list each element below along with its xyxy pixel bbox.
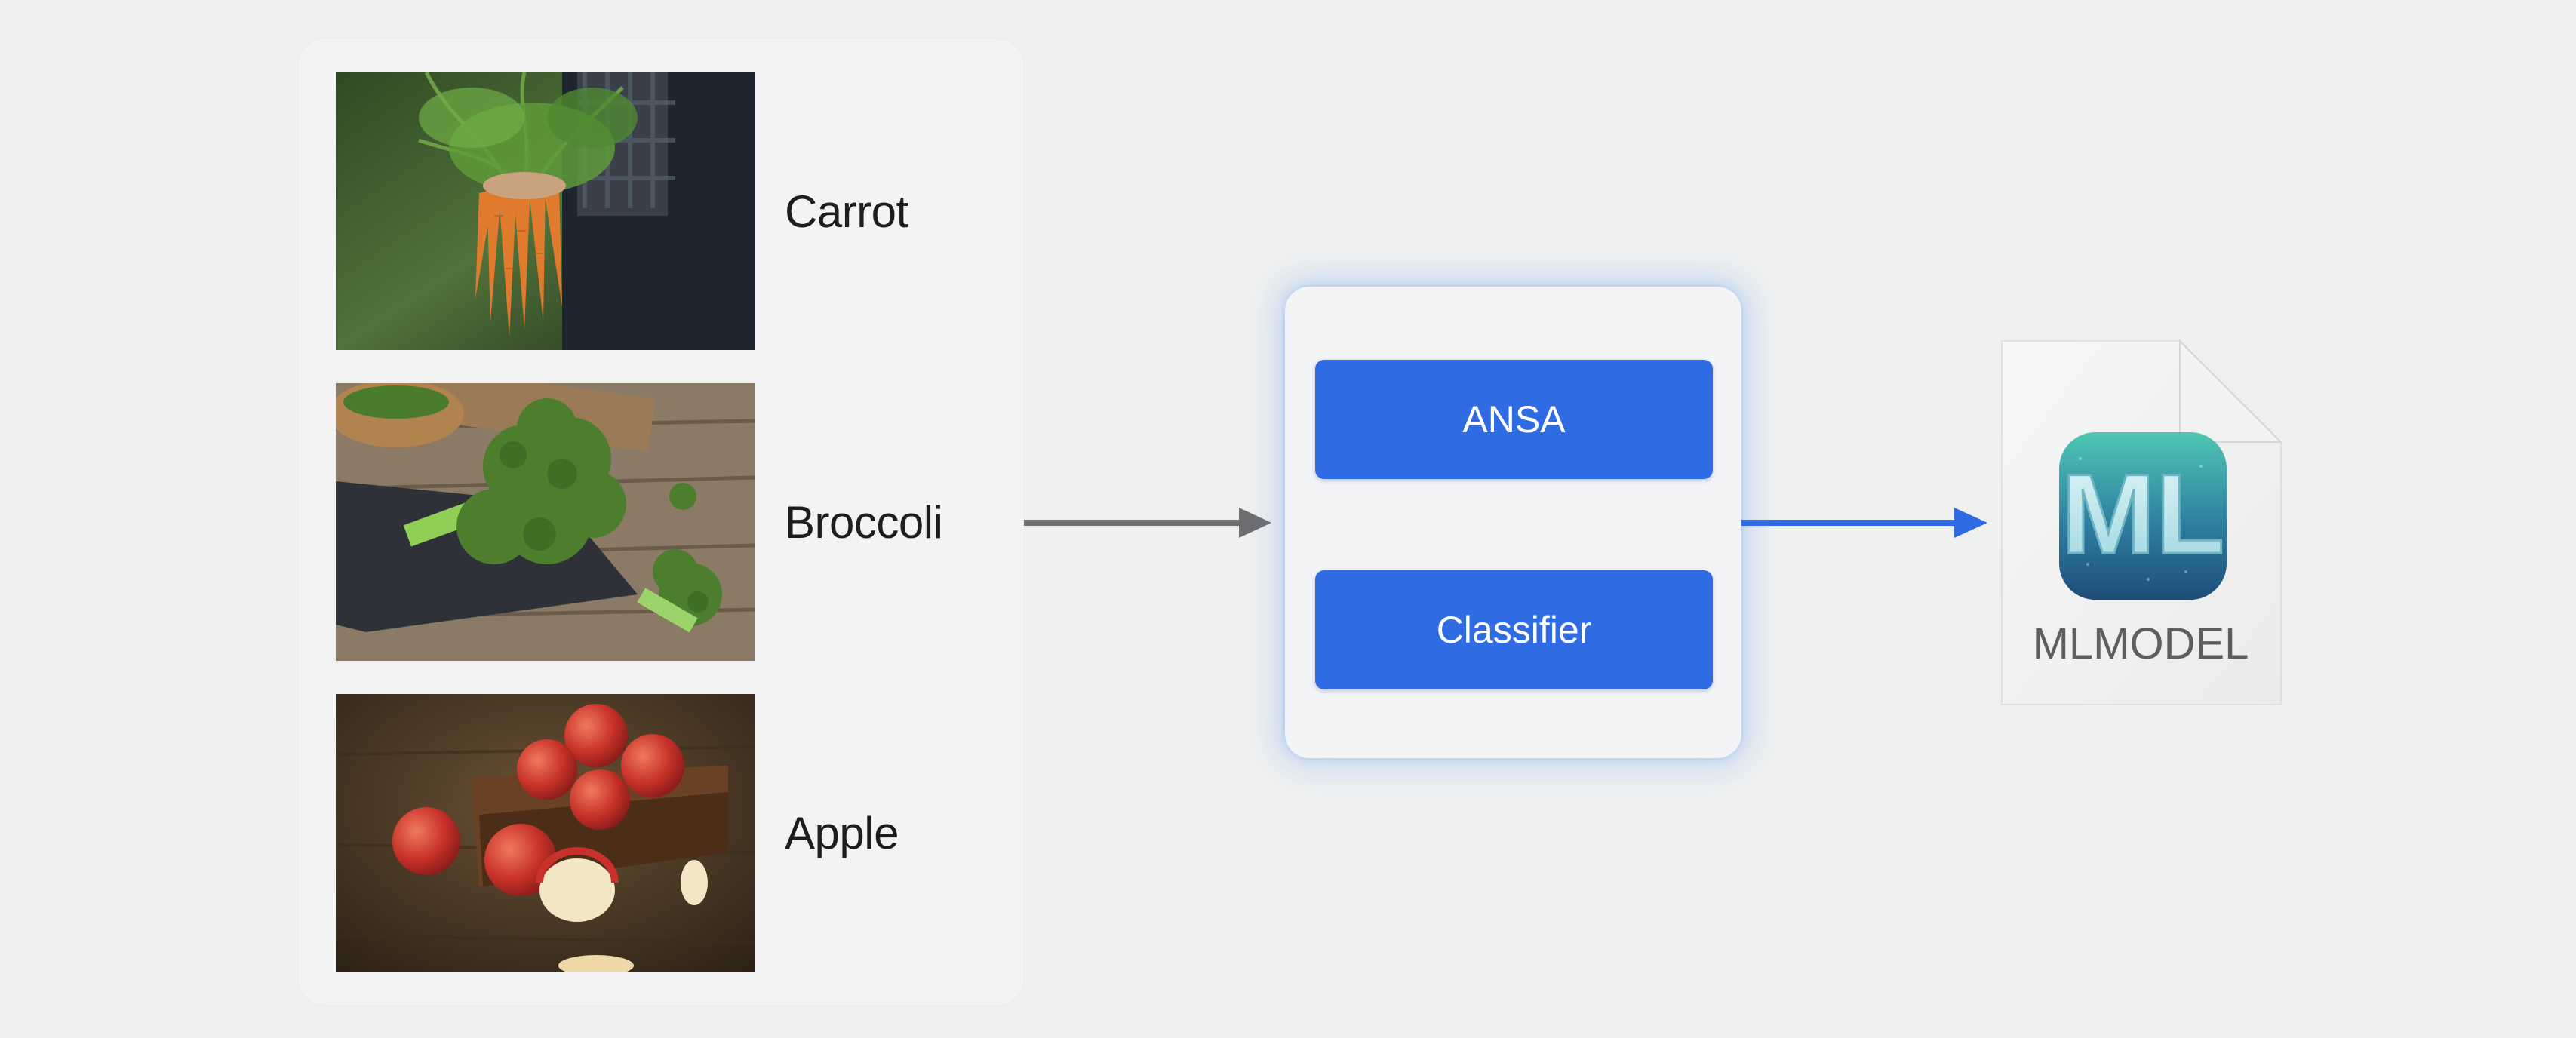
ml-glyph: ML [2061, 450, 2225, 577]
carrot-photo [336, 72, 755, 350]
mlmodel-file: ML MLMODEL [1997, 338, 2284, 708]
sample-label-broccoli: Broccoli [785, 496, 943, 548]
training-data-panel: Carrot [298, 39, 1024, 1005]
classifier-button[interactable]: Classifier [1315, 570, 1713, 689]
input-arrow [1024, 508, 1271, 538]
sample-apple: Apple [336, 694, 1024, 972]
apple-photo [336, 694, 755, 972]
model-card: ANSA Classifier [1285, 287, 1741, 758]
sample-label-carrot: Carrot [785, 186, 908, 237]
sample-carrot: Carrot [336, 72, 1024, 350]
ansa-button[interactable]: ANSA [1315, 360, 1713, 479]
sample-broccoli: Broccoli [336, 383, 1024, 661]
mlmodel-file-icon: ML [2001, 339, 2283, 705]
output-arrow [1741, 508, 1987, 538]
sample-label-apple: Apple [785, 807, 899, 858]
file-type-label: MLMODEL [2032, 619, 2249, 668]
broccoli-photo [336, 383, 755, 661]
